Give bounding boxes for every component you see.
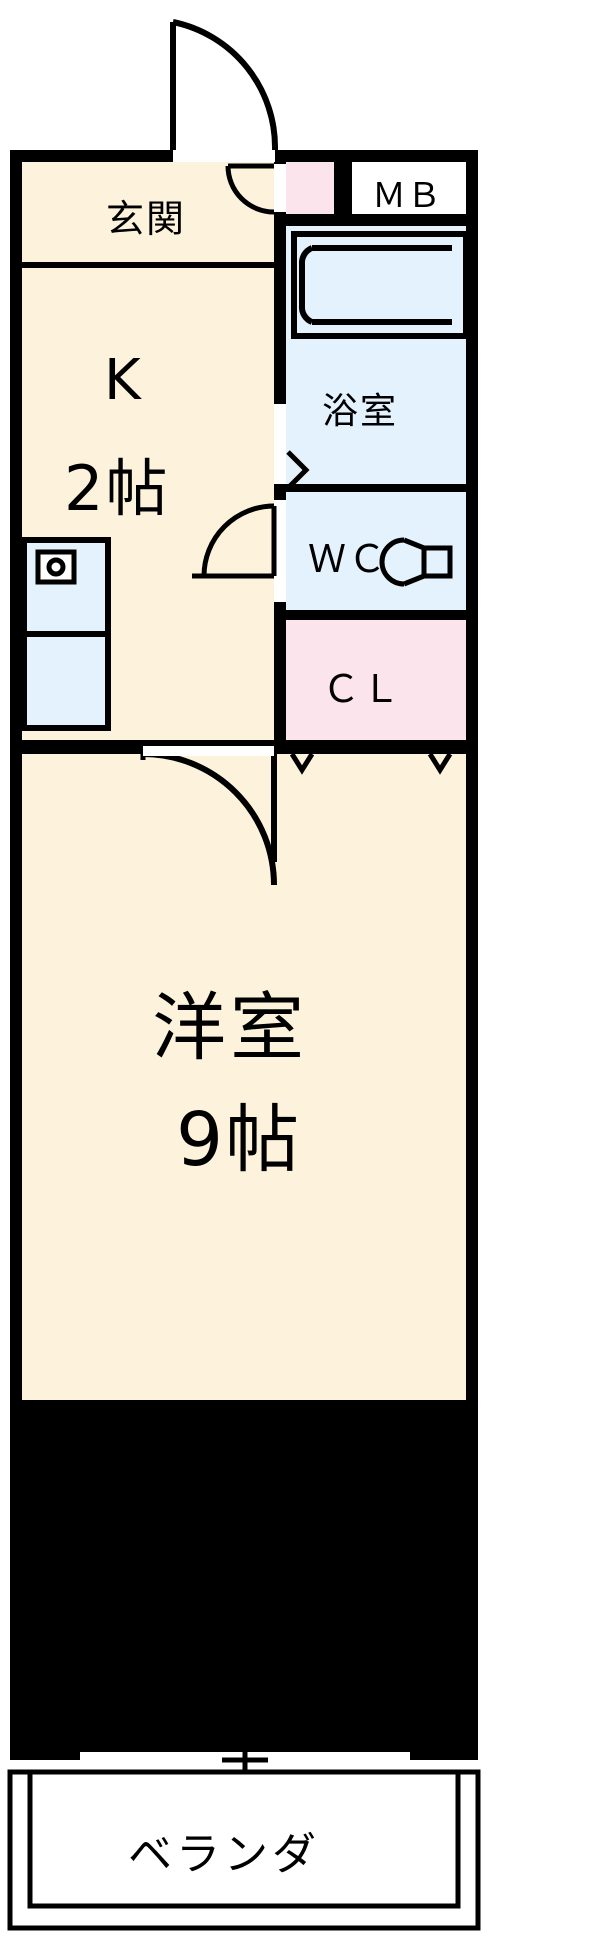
bathtub-icon	[291, 231, 469, 339]
label-kitchen-name: K	[104, 348, 141, 413]
label-genkan: 玄関	[106, 197, 187, 241]
closet-door-markers-icon	[289, 752, 453, 775]
genkan-inner-door-swing-icon	[225, 163, 275, 215]
genkan-step-line	[22, 262, 274, 268]
label-kitchen-size: 2帖	[64, 452, 170, 525]
room-wc-fill	[286, 492, 466, 610]
room-closet-fill	[286, 620, 466, 742]
entrance-door-swing-icon	[170, 19, 279, 151]
room-entry-door-swing-icon	[140, 746, 277, 886]
label-wc: ＷＣ	[308, 537, 389, 581]
label-bath: 浴室	[322, 391, 399, 432]
veranda-outline	[7, 1769, 481, 1931]
kitchen-door-swing-icon	[192, 503, 277, 579]
label-closet: ＣＬ	[322, 667, 403, 711]
door-openings	[173, 150, 286, 602]
room-washitsu-floor	[22, 752, 466, 1400]
label-room-name: 洋室	[152, 985, 308, 1071]
entry-closet-fill	[286, 162, 334, 214]
bath-door-arrow-icon	[286, 450, 310, 490]
label-veranda: ベランダ	[128, 1829, 320, 1880]
label-meterbox: ＭＢ	[372, 176, 442, 216]
room-meterbox-fill	[352, 162, 466, 214]
toilet-icon	[379, 537, 453, 587]
label-room-size: 9帖	[176, 1097, 302, 1183]
kitchen-sink-stove-icon	[21, 537, 111, 731]
balcony-window-icon	[80, 1738, 410, 1782]
